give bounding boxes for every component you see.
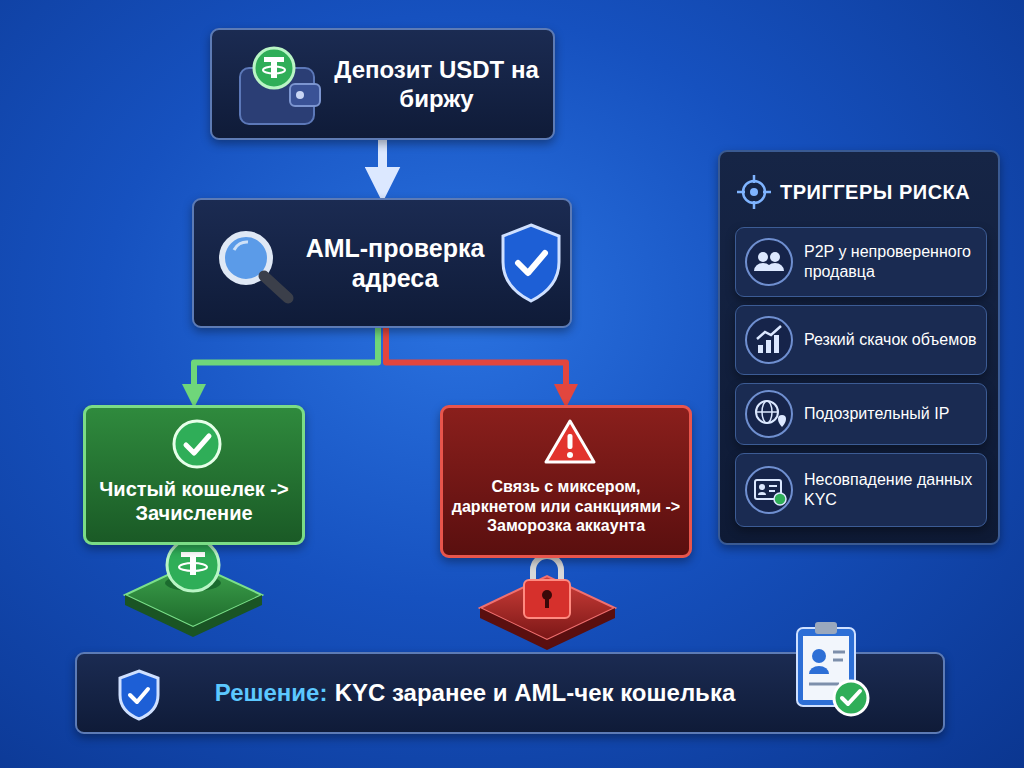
text-area: Резкий скачок объемов: [736, 306, 986, 374]
solution-label: Решение:: [215, 679, 328, 706]
text-area: P2P у непроверенного продавца: [736, 228, 986, 296]
wallet-icon: [234, 44, 326, 130]
users-icon: [744, 237, 794, 287]
solution-band: Решение: KYC заранее и AML-чек кошелька: [75, 652, 945, 734]
node-label: AML-проверка адреса: [302, 233, 488, 294]
text-area: Решение: KYC заранее и AML-чек кошелька: [77, 654, 943, 732]
node-label: Подозрительный IP: [804, 404, 978, 424]
clipboard-icon: [789, 618, 875, 726]
process-box: Депозит USDT на биржу: [210, 28, 555, 140]
node-label: Чистый кошелек -> Зачисление: [96, 477, 292, 526]
check-box: AML-проверка адреса: [192, 198, 572, 328]
node-label: Связь с миксером, даркнетом или санкциям…: [451, 477, 681, 536]
shield-icon: [499, 222, 563, 304]
text-area: Связь с миксером, даркнетом или санкциям…: [443, 408, 689, 555]
magnifier-icon: [212, 226, 300, 306]
risk-item: Несовпадение данных KYC: [735, 453, 987, 527]
risk-panel: ТРИГГЕРЫ РИСКА P2P у непроверенного прод…: [718, 150, 1000, 545]
flow-arrow: [194, 328, 378, 397]
text-area: Подозрительный IP: [736, 384, 986, 444]
check-icon: [171, 418, 223, 470]
alert-box: Связь с миксером, даркнетом или санкциям…: [440, 405, 692, 558]
text-area: AML-проверка адреса: [194, 200, 570, 326]
id-card-icon: [744, 465, 794, 515]
flow-arrow: [378, 140, 387, 186]
risk-item: Резкий скачок объемов: [735, 305, 987, 375]
text-area: Депозит USDT на биржу: [212, 30, 553, 138]
text-area: Несовпадение данных KYC: [736, 454, 986, 526]
chart-icon: [744, 315, 794, 365]
shield-icon: [117, 669, 161, 721]
coin-platform: [125, 539, 262, 637]
node-label: Депозит USDT на биржу: [334, 55, 539, 114]
target-icon: [736, 174, 772, 210]
panel-heading: ТРИГГЕРЫ РИСКА: [780, 180, 995, 204]
risk-item: P2P у непроверенного продавца: [735, 227, 987, 297]
text-area: ТРИГГЕРЫ РИСКА: [780, 174, 995, 210]
globe-icon: [744, 389, 794, 439]
solution-text: KYC заранее и AML-чек кошелька: [335, 679, 736, 706]
warning-icon: [543, 418, 597, 466]
risk-item: Подозрительный IP: [735, 383, 987, 445]
success-box: Чистый кошелек -> Зачисление: [83, 405, 305, 545]
flow-arrow: [386, 328, 566, 397]
lock-platform: [480, 556, 615, 650]
node-label: Резкий скачок объемов: [804, 330, 978, 350]
text-area: Чистый кошелек -> Зачисление: [86, 408, 302, 542]
text-line: Решение: KYC заранее и AML-чек кошелька: [177, 678, 773, 707]
node-label: P2P у непроверенного продавца: [804, 242, 978, 281]
node-label: Несовпадение данных KYC: [804, 470, 978, 509]
